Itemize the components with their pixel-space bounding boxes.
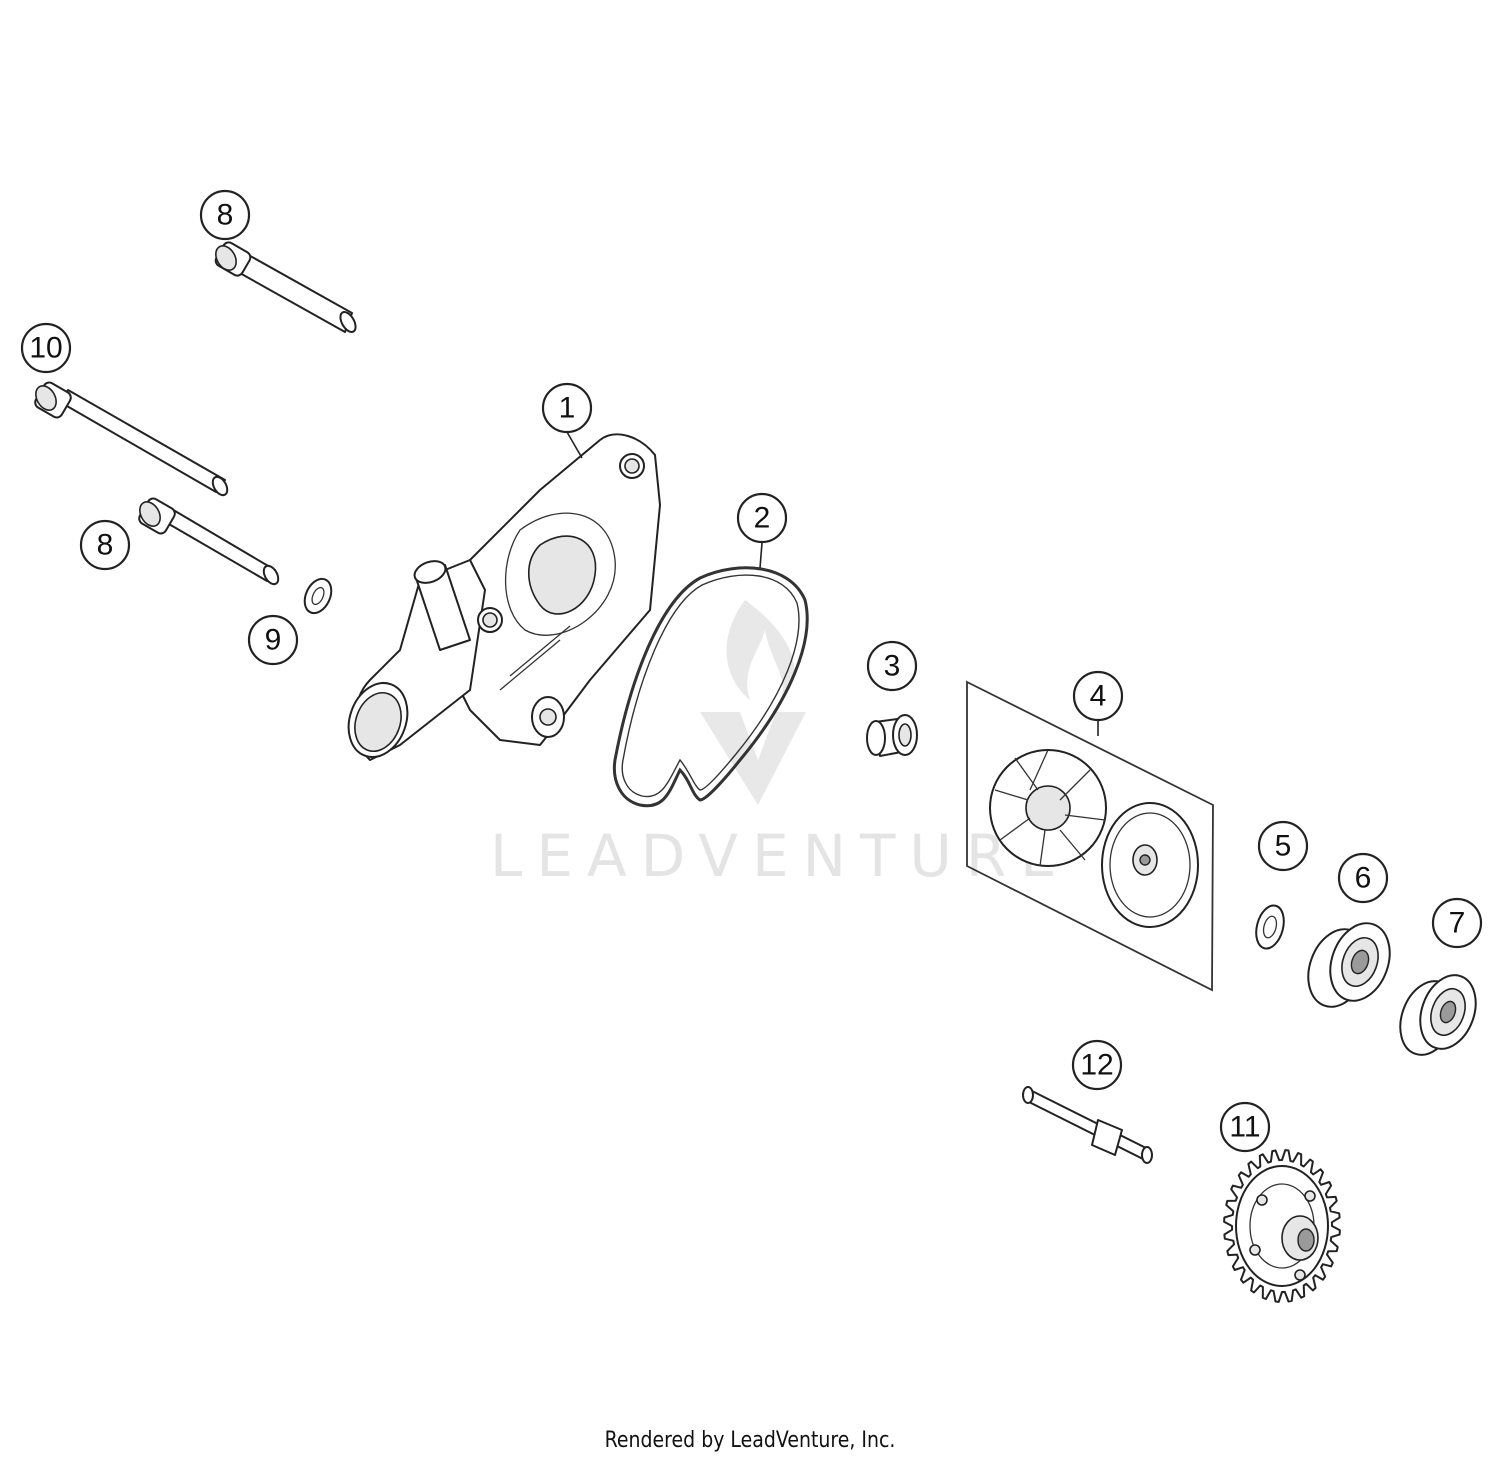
callout-11: 11 <box>1219 1101 1271 1153</box>
callout-3: 3 <box>866 640 918 692</box>
bearing-part-6 <box>1307 922 1391 1008</box>
callout-12-label: 12 <box>1080 1049 1113 1082</box>
callout-8-top-label: 8 <box>217 199 234 232</box>
bolt-part-10 <box>34 381 229 497</box>
washer-part-9 <box>303 577 333 615</box>
water-pump-cover-part-1 <box>347 433 661 761</box>
gasket-part-2 <box>612 566 809 808</box>
callout-9-label: 9 <box>265 624 282 657</box>
bolt-part-8-lower <box>138 497 280 586</box>
callout-6-label: 6 <box>1355 862 1372 895</box>
callout-5-label: 5 <box>1275 830 1292 863</box>
bearing-part-7 <box>1399 974 1477 1056</box>
callout-9: 9 <box>247 614 299 666</box>
callout-5: 5 <box>1257 820 1309 872</box>
callout-10: 10 <box>20 322 72 374</box>
seal-part-3 <box>866 714 918 757</box>
callout-7: 7 <box>1431 897 1483 949</box>
leader-lines <box>566 431 1099 736</box>
callout-2-label: 2 <box>754 502 771 535</box>
pump-shaft-part-12 <box>1022 1086 1153 1164</box>
watermark-text: LEADVENTURE <box>490 822 1071 890</box>
leadventure-logo-icon <box>700 600 806 805</box>
callout-1-label: 1 <box>559 392 576 425</box>
callout-4: 4 <box>1072 670 1124 722</box>
callout-3-label: 3 <box>884 650 901 683</box>
callout-8-lower-label: 8 <box>97 529 114 562</box>
callout-11-label: 11 <box>1229 1111 1260 1144</box>
impeller-icon <box>989 749 1107 867</box>
footer-credit: Rendered by LeadVenture, Inc. <box>604 1428 896 1453</box>
callout-1: 1 <box>541 382 593 434</box>
callout-6: 6 <box>1337 852 1389 904</box>
impeller-kit-part-4 <box>966 680 1214 992</box>
seal-disc-icon <box>1101 802 1199 928</box>
bolt-part-8-top <box>214 241 357 333</box>
callout-8-lower: 8 <box>79 519 131 571</box>
callout-10-label: 10 <box>29 332 62 365</box>
leadventure-watermark: LEADVENTURE <box>490 600 1071 890</box>
callout-7-label: 7 <box>1449 907 1466 940</box>
callout-4-label: 4 <box>1090 680 1107 713</box>
washer-part-5 <box>1255 904 1285 950</box>
drive-gear-part-11 <box>1223 1149 1341 1303</box>
callout-12: 12 <box>1071 1039 1123 1091</box>
callout-2: 2 <box>736 492 788 544</box>
callout-8-top: 8 <box>199 189 251 241</box>
